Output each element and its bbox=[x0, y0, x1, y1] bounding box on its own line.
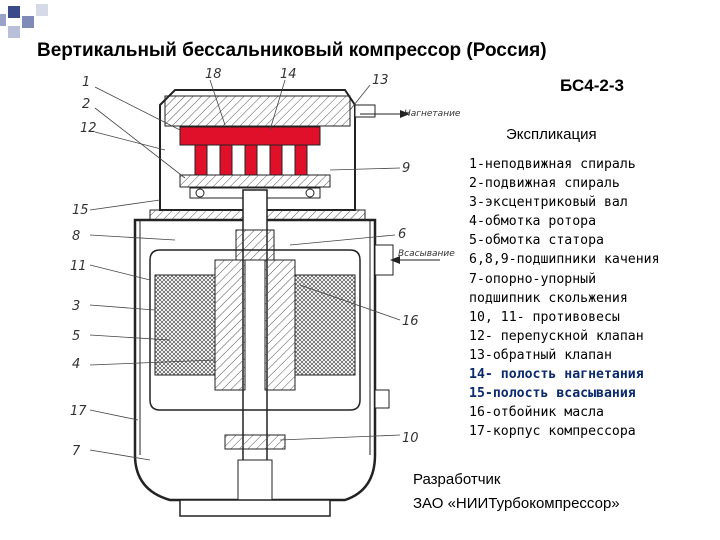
rotor-right bbox=[264, 259, 296, 391]
orbiting-scroll bbox=[179, 174, 331, 188]
callout-17: 17 bbox=[70, 404, 87, 419]
decor-square bbox=[36, 4, 48, 16]
check-valve bbox=[354, 104, 376, 118]
leader-lines bbox=[89, 79, 401, 461]
legend-item: 2-подвижная спираль bbox=[469, 176, 620, 192]
callout-6: 6 bbox=[398, 227, 406, 242]
suction-label: Всасывание bbox=[398, 249, 455, 259]
callout-1: 1 bbox=[82, 75, 90, 90]
decor-square bbox=[22, 16, 34, 28]
rotor-left bbox=[214, 259, 246, 391]
lower-bearing bbox=[224, 434, 286, 450]
cover-hatch bbox=[164, 95, 351, 127]
compressor-drawing: Нагнетание Всасывание 1 2 12 15 8 11 3 5… bbox=[70, 67, 461, 517]
callout-12: 12 bbox=[80, 121, 97, 136]
legend-item: 14- полость нагнетания bbox=[469, 367, 644, 383]
scroll-wrap bbox=[294, 144, 308, 176]
developer-label: Разработчик bbox=[413, 471, 501, 488]
decor-square bbox=[0, 14, 6, 26]
developer-block: Разработчик ЗАО «НИИТурбокомпрессор» bbox=[413, 468, 620, 516]
callout-5: 5 bbox=[72, 329, 80, 344]
legend-item: 5-обмотка статора bbox=[469, 233, 604, 249]
callout-15: 15 bbox=[72, 203, 89, 218]
callout-14: 14 bbox=[280, 67, 297, 82]
discharge-cavity bbox=[179, 126, 321, 146]
scroll-wrap bbox=[244, 144, 258, 176]
legend-item: 7-опорно-упорный bbox=[469, 271, 597, 287]
decor-square bbox=[8, 26, 20, 38]
legend-item: 16-отбойник масла bbox=[469, 405, 604, 421]
legend-item: подшипник скольжения bbox=[469, 290, 628, 306]
callout-4: 4 bbox=[72, 357, 80, 372]
legend-item: 15-полость всасывания bbox=[469, 386, 636, 402]
developer-name: ЗАО «НИИТурбокомпрессор» bbox=[413, 495, 620, 512]
legend-item: 10, 11- противовесы bbox=[469, 309, 620, 325]
callout-3: 3 bbox=[72, 299, 80, 314]
legend-title: Экспликация bbox=[506, 126, 597, 143]
legend-item: 1-неподвижная спираль bbox=[469, 157, 636, 172]
callout-7: 7 bbox=[72, 444, 81, 459]
callout-18: 18 bbox=[205, 67, 222, 82]
legend-item: 4-обмотка ротора bbox=[469, 214, 597, 230]
callout-10: 10 bbox=[402, 431, 419, 446]
callout-13: 13 bbox=[372, 73, 389, 88]
page-title: Вертикальный бессальниковый компрессор (… bbox=[37, 40, 547, 61]
callout-11: 11 bbox=[70, 259, 87, 274]
callout-9: 9 bbox=[402, 161, 410, 176]
scroll-wrap bbox=[194, 144, 208, 176]
legend-list: 1-неподвижная спираль 2-подвижная спирал… bbox=[469, 155, 660, 441]
legend-item: 6,8,9-подшипники качения bbox=[469, 252, 660, 268]
stator-winding-right bbox=[294, 274, 356, 376]
scroll-wrap bbox=[219, 144, 233, 176]
stator-winding-left bbox=[154, 274, 216, 376]
side-fitting bbox=[374, 389, 390, 409]
oil-pump bbox=[237, 459, 273, 501]
legend-item: 12- перепускной клапан bbox=[469, 328, 644, 344]
callout-8: 8 bbox=[72, 229, 80, 244]
legend-item: 3-эксцентриковый вал bbox=[469, 195, 628, 211]
decor-square bbox=[8, 6, 20, 18]
callout-16: 16 bbox=[402, 314, 419, 329]
legend-item: 17-корпус компрессора bbox=[469, 424, 636, 440]
base bbox=[179, 499, 331, 517]
discharge-label: Нагнетание bbox=[404, 109, 461, 119]
bearing-housing bbox=[235, 229, 275, 261]
scroll-wrap bbox=[269, 144, 283, 176]
callout-2: 2 bbox=[82, 97, 90, 112]
model-code: БС4-2-3 bbox=[560, 76, 624, 95]
legend-item: 13-обратный клапан bbox=[469, 347, 612, 363]
motor-outline bbox=[149, 249, 361, 411]
